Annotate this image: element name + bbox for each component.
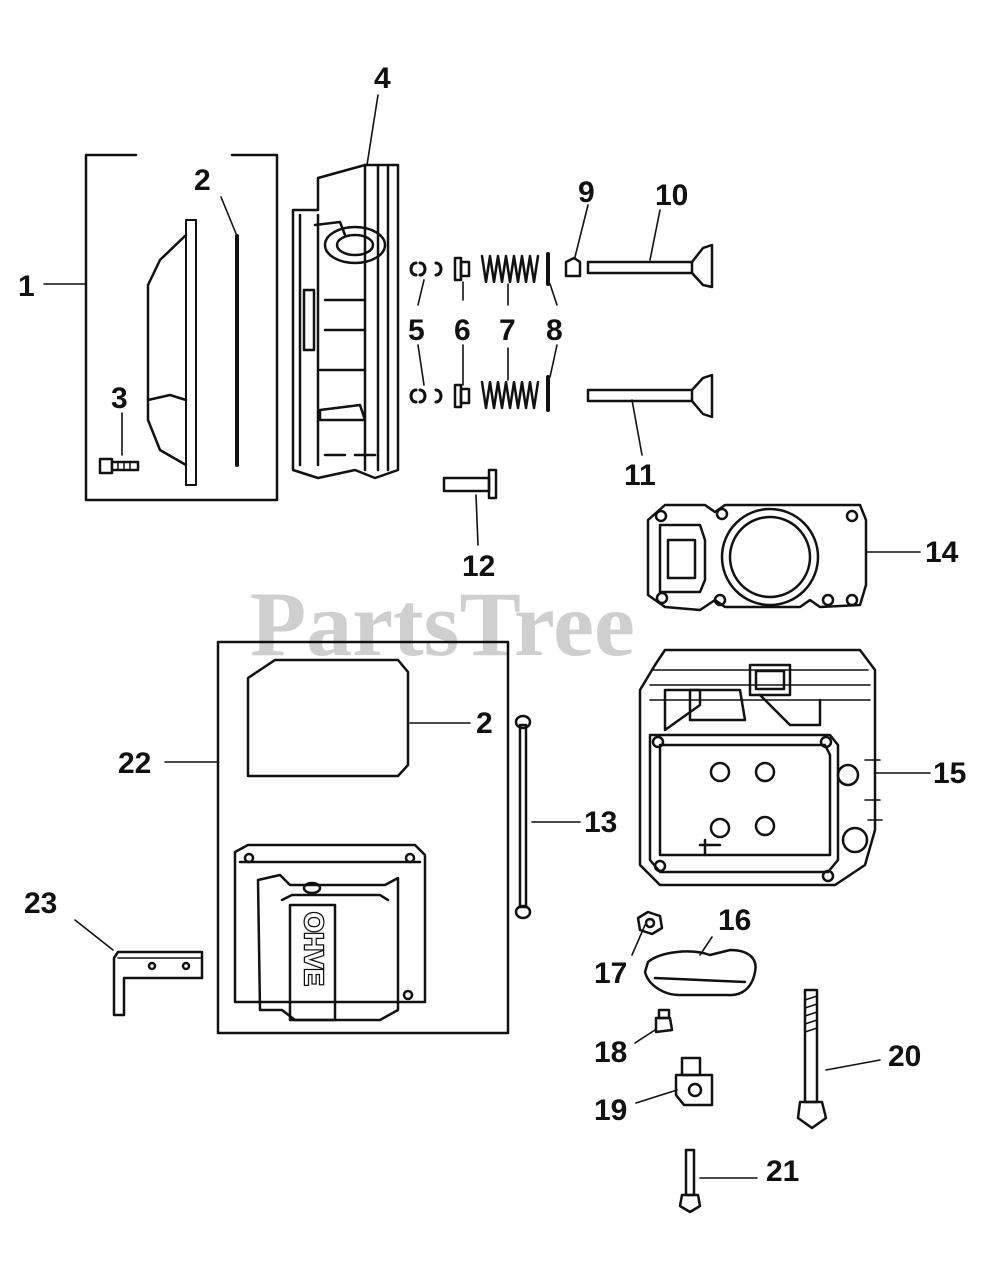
part-cylinder-head-15 <box>640 650 882 885</box>
part-screw-21 <box>680 1150 700 1212</box>
callout-8: 8 <box>546 314 563 347</box>
part-push-rod-guide-12 <box>444 470 496 498</box>
callout-14: 14 <box>925 536 959 569</box>
kit-box-22 <box>218 642 508 1033</box>
part-cylinder-head-side-4 <box>293 165 398 478</box>
part-stud-18 <box>656 1010 672 1032</box>
callout-22: 22 <box>118 747 151 780</box>
callout-15: 15 <box>933 757 966 790</box>
callout-2b: 2 <box>476 707 493 740</box>
callout-13: 13 <box>584 806 617 839</box>
part-screw-3 <box>100 459 138 473</box>
callout-11: 11 <box>624 459 656 492</box>
callout-20: 20 <box>888 1040 921 1073</box>
callout-3: 3 <box>111 382 128 415</box>
callout-19: 19 <box>594 1094 627 1127</box>
part-pivot-19 <box>676 1058 712 1105</box>
part-rocker-cover-22 <box>235 845 425 1020</box>
callout-4: 4 <box>374 62 391 95</box>
callout-2a: 2 <box>194 164 211 197</box>
part-intake-valve-10 <box>588 245 712 287</box>
callout-17: 17 <box>594 957 627 990</box>
callout-16: 16 <box>718 904 751 937</box>
part-bracket-23 <box>114 952 202 1015</box>
callout-23: 23 <box>24 887 57 920</box>
part-head-gasket-14 <box>648 505 866 610</box>
callout-12: 12 <box>462 550 495 583</box>
part-push-rod-13 <box>516 716 530 918</box>
part-exhaust-valve-11 <box>588 375 712 417</box>
callout-6: 6 <box>454 314 471 347</box>
part-rocker-arm-16 <box>645 950 756 995</box>
cover-embossed-text: OHVE <box>299 912 329 986</box>
callout-1: 1 <box>18 270 35 303</box>
part-nut-17 <box>638 912 662 934</box>
kit-box-1 <box>86 155 277 500</box>
part-cover-gasket-2 <box>248 660 408 776</box>
callout-18: 18 <box>594 1036 627 1069</box>
part-cap-9 <box>566 258 580 276</box>
callout-7: 7 <box>499 314 516 347</box>
callout-10: 10 <box>655 179 688 212</box>
callout-9: 9 <box>578 176 595 209</box>
callout-21: 21 <box>766 1155 799 1188</box>
callout-5: 5 <box>408 314 425 347</box>
part-bolt-20 <box>798 990 826 1128</box>
part-valve-cover-plate <box>148 220 196 485</box>
